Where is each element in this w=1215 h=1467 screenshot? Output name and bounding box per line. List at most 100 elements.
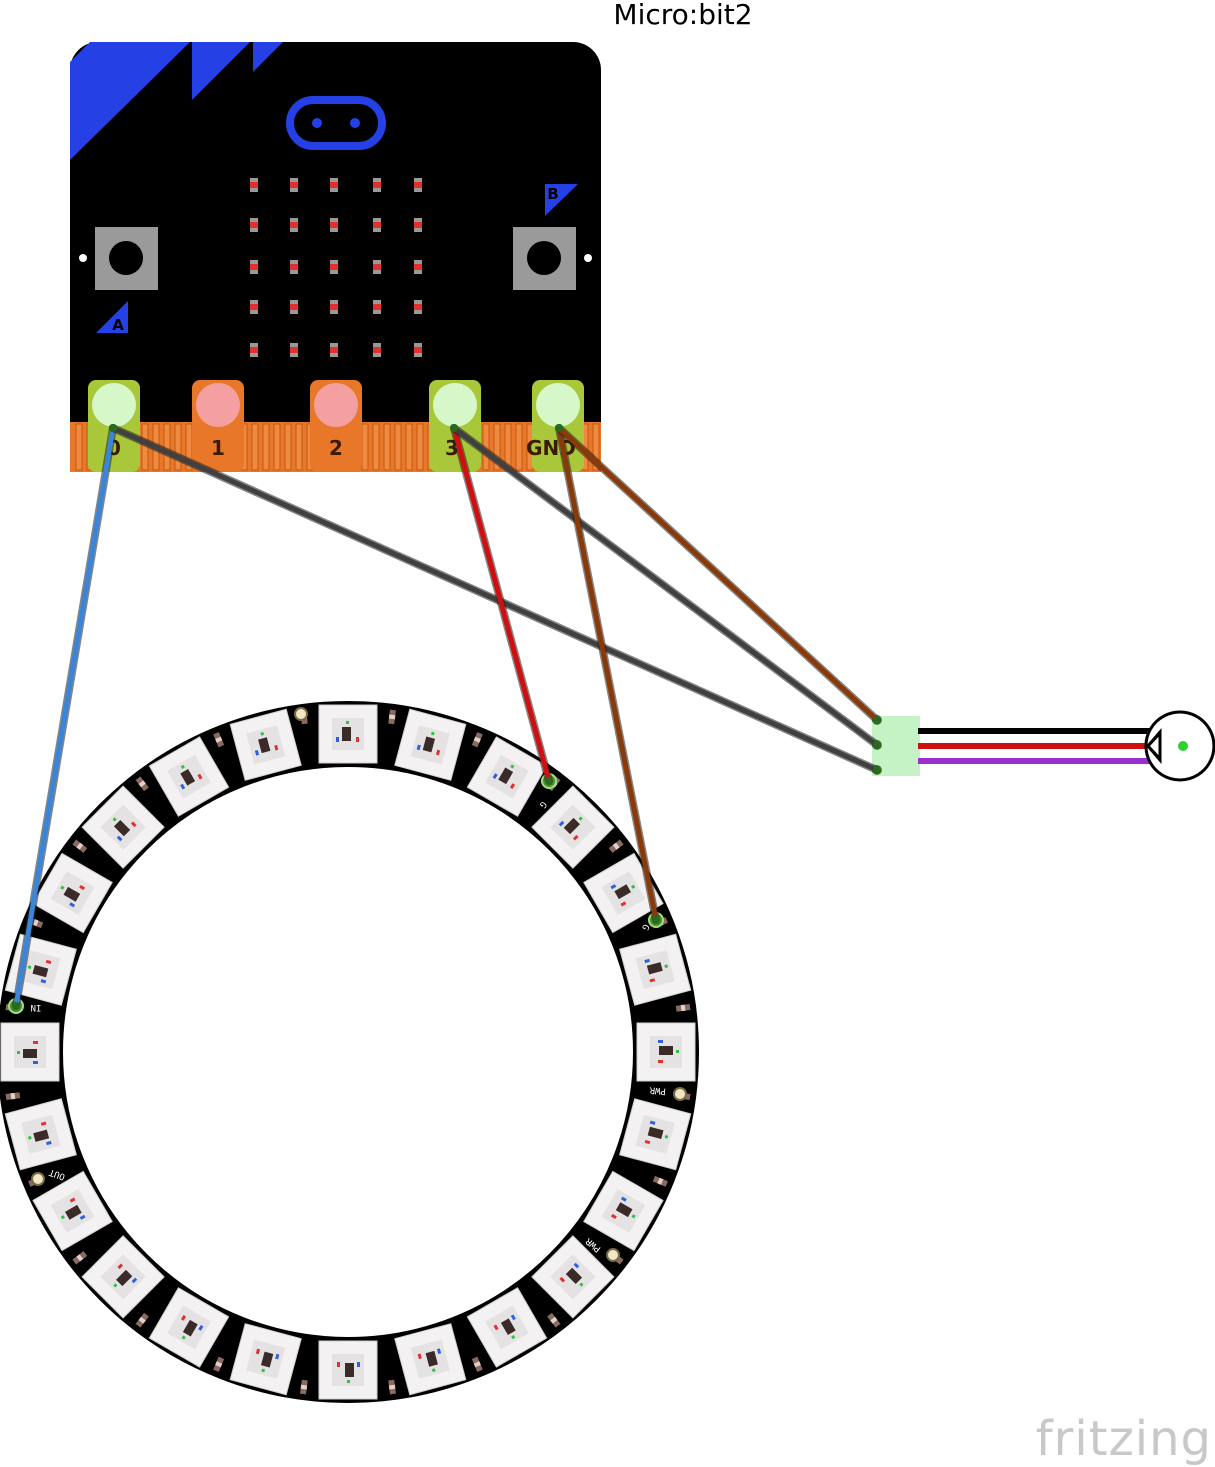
wire-microbit-pin-gnd-ring-gnd-2[interactable] xyxy=(556,425,659,923)
led-red-2-1 xyxy=(290,264,298,270)
wires xyxy=(12,424,881,1010)
ring-pixel xyxy=(0,1022,60,1082)
led-red-1-1 xyxy=(290,222,298,228)
microbit-pin-2[interactable]: 2 xyxy=(310,380,362,472)
led-matrix xyxy=(250,178,422,357)
led-red-2-0 xyxy=(250,264,258,270)
ring-capacitor xyxy=(608,839,624,853)
ring-pixel xyxy=(81,1235,165,1319)
connector-finger xyxy=(174,423,182,471)
ring-pixel xyxy=(148,736,230,817)
connector-finger xyxy=(75,423,83,471)
fritzing-watermark: fritzing xyxy=(1036,1411,1212,1467)
wire-end xyxy=(873,766,881,774)
wire-microbit-pin-gnd-sensor-pin-1[interactable] xyxy=(556,425,880,723)
pin-1-label: 1 xyxy=(211,436,225,460)
wire-end xyxy=(450,424,458,432)
microbit-pin-gnd[interactable]: GND xyxy=(526,380,584,472)
microbit-pcb xyxy=(70,42,601,472)
connector-finger xyxy=(515,423,523,471)
button-a[interactable] xyxy=(95,227,158,290)
ring-mount-hole-right xyxy=(673,1087,687,1101)
ring-mount-hole-out xyxy=(31,1172,45,1186)
led-red-0-1 xyxy=(290,182,298,188)
sensor-led-icon xyxy=(1178,741,1188,751)
ring-capacitor xyxy=(388,1379,396,1395)
led-red-4-2 xyxy=(330,347,338,353)
ring-capacitor xyxy=(213,1356,225,1372)
ring-capacitor xyxy=(471,1356,483,1372)
ring-pixel xyxy=(32,1170,113,1252)
wire-end xyxy=(109,424,117,432)
mount-hole-right xyxy=(584,254,592,262)
neopixel-ring[interactable]: IN OUT G G PWR PWR xyxy=(0,701,699,1403)
led-red-4-1 xyxy=(290,347,298,353)
sensor-part[interactable] xyxy=(872,710,1215,782)
connector-finger xyxy=(262,423,270,471)
led-red-0-2 xyxy=(330,182,338,188)
led-red-4-0 xyxy=(250,347,258,353)
ring-capacitor xyxy=(135,1312,149,1328)
wire-end xyxy=(873,741,881,749)
button-b-label: B xyxy=(547,185,558,203)
wire-end xyxy=(555,424,563,432)
wire-microbit-pin-0-sensor-pin-3[interactable] xyxy=(110,425,880,773)
ring-capacitor xyxy=(72,839,88,853)
microbit-logo-stripes xyxy=(70,42,283,160)
wire-microbit-pin-3-ring-gnd-1[interactable] xyxy=(451,425,552,784)
ring-capacitor xyxy=(652,1175,668,1187)
wire-end xyxy=(545,777,553,785)
ring-pixel xyxy=(466,736,548,817)
connector-finger xyxy=(405,423,413,471)
button-a-label: A xyxy=(112,316,124,334)
ring-pixel xyxy=(81,785,165,869)
ring-capacitor xyxy=(5,1092,21,1100)
connector-finger xyxy=(394,423,402,471)
ring-pixel xyxy=(466,1287,548,1368)
connector-finger xyxy=(295,423,303,471)
ring-pixel xyxy=(318,704,378,764)
ring-pixel xyxy=(531,785,615,869)
ring-pixel xyxy=(394,708,467,781)
ring-pixel xyxy=(636,1022,696,1082)
led-red-4-3 xyxy=(373,347,381,353)
ring-capacitor xyxy=(72,1251,88,1265)
mount-hole-left xyxy=(79,254,87,262)
wire-microbit-pin-0-ring-din[interactable] xyxy=(13,425,116,1009)
ring-label-g1: G xyxy=(537,799,548,810)
led-red-1-3 xyxy=(373,222,381,228)
led-red-3-4 xyxy=(414,304,422,310)
led-red-1-2 xyxy=(330,222,338,228)
ring-pixel xyxy=(394,1323,467,1396)
ring-pixel xyxy=(148,1287,230,1368)
wire-microbit-pin-3-sensor-pin-2[interactable] xyxy=(451,425,880,748)
connector-finger xyxy=(383,423,391,471)
ring-pixel xyxy=(4,1098,77,1171)
led-red-2-2 xyxy=(330,264,338,270)
led-red-3-0 xyxy=(250,304,258,310)
button-a-triangle-icon: A xyxy=(96,301,128,334)
connector-finger xyxy=(372,423,380,471)
connector-finger xyxy=(251,423,259,471)
button-b[interactable] xyxy=(513,227,576,290)
microbit-pin-1[interactable]: 1 xyxy=(192,380,244,472)
led-red-0-3 xyxy=(373,182,381,188)
ring-capacitor xyxy=(471,732,483,748)
ring-capacitor xyxy=(388,709,396,725)
ring-capacitor xyxy=(675,1004,691,1012)
microbit-board[interactable]: Micro:bit2 A xyxy=(70,0,753,472)
connector-finger xyxy=(416,423,424,471)
ring-capacitor xyxy=(135,776,149,792)
led-red-3-2 xyxy=(330,304,338,310)
led-red-0-0 xyxy=(250,182,258,188)
led-red-2-4 xyxy=(414,264,422,270)
ring-label-pwr1: PWR xyxy=(649,1084,667,1095)
pin-2-label: 2 xyxy=(329,436,343,460)
wire-end xyxy=(12,1002,20,1010)
ring-pixel xyxy=(32,852,113,934)
button-b-triangle-icon: B xyxy=(545,184,578,216)
microbit-title: Micro:bit2 xyxy=(613,0,752,31)
ring-pixel xyxy=(619,1098,692,1171)
ring-pixels xyxy=(0,704,696,1400)
ring-mount-hole-pwr xyxy=(606,1248,620,1262)
